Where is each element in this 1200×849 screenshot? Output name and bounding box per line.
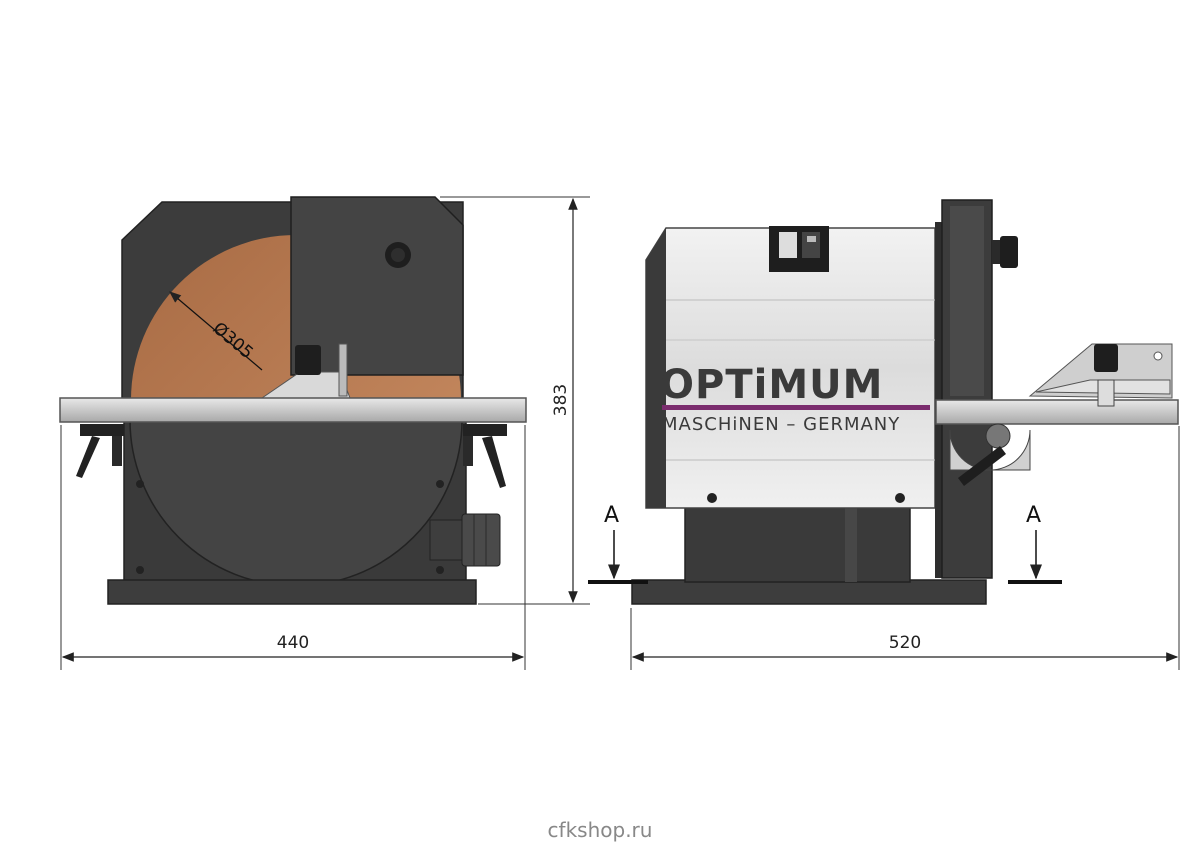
section-label-left: A: [604, 503, 619, 528]
front-table: [59, 397, 527, 423]
side-table: [935, 399, 1179, 425]
front-base: [107, 579, 477, 605]
brand-tagline: MASCHiNEN – GERMANY: [662, 414, 900, 435]
brand-name: OPTiMUM: [660, 362, 883, 408]
side-view: OPTiMUM MASCHiNEN – GERMANY: [631, 199, 1179, 605]
screw-icon: [707, 493, 717, 503]
cover-knob: [385, 242, 411, 268]
side-knob-icon: [992, 236, 1018, 268]
left-tilt-lever: [76, 424, 124, 478]
watermark: cfkshop.ru: [547, 818, 653, 842]
screw-icon: [136, 480, 144, 488]
section-mark-left: A: [588, 503, 648, 584]
side-motor-stand: [684, 507, 911, 583]
screw-icon: [436, 480, 444, 488]
screw-icon: [436, 566, 444, 574]
tilt-scale: [949, 423, 1031, 486]
section-mark-right: A: [1008, 503, 1062, 584]
side-base: [631, 579, 987, 605]
brand-accent-bar: [662, 405, 930, 410]
screw-icon: [895, 493, 905, 503]
side-miter-gauge: [1028, 343, 1173, 407]
section-label-right: A: [1026, 503, 1041, 528]
front-miter-gauge: [260, 343, 351, 399]
power-switch-icon: [769, 226, 829, 272]
disc-diameter-line: [169, 291, 263, 371]
disc-cover: [290, 196, 464, 376]
front-dimension-width: 440: [60, 425, 526, 670]
width-front-label: 440: [277, 633, 309, 653]
height-label: 383: [551, 384, 571, 416]
front-view: Ø305: [59, 196, 527, 605]
right-tilt-lever: [463, 424, 507, 488]
width-side-label: 520: [889, 633, 921, 653]
height-dimension: 383: [440, 196, 590, 605]
dust-port: [429, 513, 501, 567]
side-housing: [645, 227, 936, 509]
screw-icon: [136, 566, 144, 574]
side-dimension-width: 520: [630, 426, 1180, 670]
